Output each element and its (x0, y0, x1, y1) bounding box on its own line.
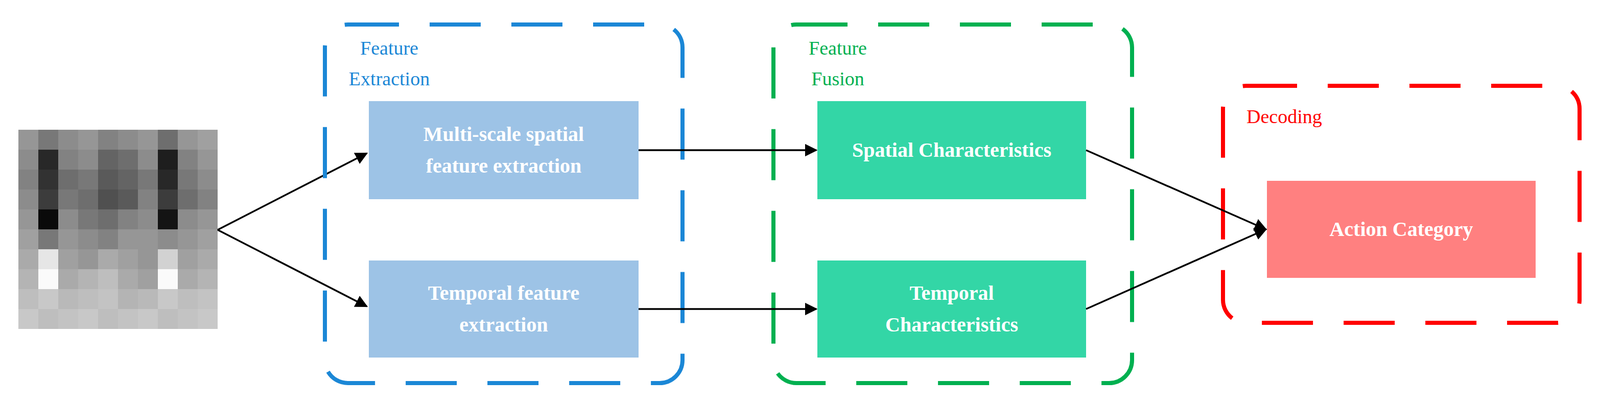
box-text-wrap: Multi-scale spatial feature extraction (396, 118, 611, 182)
box-text-wrap: Action Category (1329, 213, 1473, 246)
group-label: Feature Extraction (338, 32, 441, 94)
process-box: Spatial Characteristics (817, 101, 1087, 200)
flow-arrow (1086, 150, 1266, 230)
dashed-border (324, 24, 683, 384)
group-label: Decoding (1246, 101, 1451, 132)
pixel-grid (18, 129, 218, 329)
process-box: Temporal feature extraction (368, 260, 639, 358)
group-label: Feature Fusion (786, 32, 889, 94)
box-text-wrap: Temporal Characteristics (854, 277, 1049, 341)
input-arrow (217, 153, 367, 230)
box-text: Temporal Characteristics (854, 277, 1049, 341)
stage-group: Feature FusionSpatial CharacteristicsTem… (771, 22, 1135, 386)
box-text: Multi-scale spatial feature extraction (396, 118, 611, 182)
stage-group: DecodingAction Category (1220, 83, 1582, 325)
box-text: Action Category (1329, 213, 1473, 246)
stage-group: Feature ExtractionMulti-scale spatial fe… (322, 22, 685, 386)
flow-arrow (1086, 229, 1266, 310)
dashed-border (773, 24, 1133, 384)
box-text: Spatial Characteristics (852, 134, 1052, 167)
box-text-wrap: Temporal feature extraction (406, 277, 601, 341)
flow-arrow (638, 308, 817, 311)
process-box: Multi-scale spatial feature extraction (368, 101, 639, 200)
box-text: Temporal feature extraction (406, 277, 601, 341)
process-box: Action Category (1266, 180, 1536, 278)
box-text-wrap: Spatial Characteristics (852, 134, 1052, 167)
process-box: Temporal Characteristics (817, 260, 1087, 358)
flow-arrow (638, 149, 817, 152)
dashed-border (1222, 85, 1580, 323)
input-arrow (217, 229, 367, 307)
